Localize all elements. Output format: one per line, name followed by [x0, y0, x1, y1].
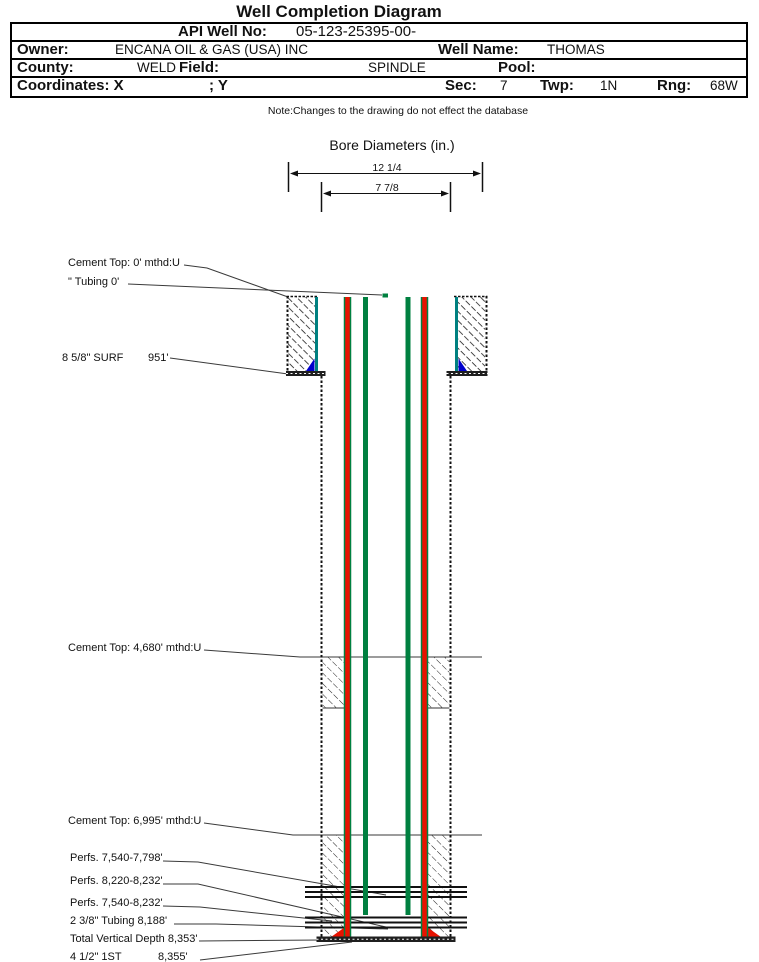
label-perfs-1: Perfs. 7,540-7,798': [70, 852, 163, 864]
surface-shoe-ledge-right: [446, 371, 488, 376]
owner-value: ENCANA OIL & GAS (USA) INC: [115, 42, 309, 57]
surface-cement-right: [458, 297, 485, 371]
leader-perfs-2: [163, 883, 387, 928]
api-value: 05-123-25395-00-: [296, 23, 417, 40]
label-cement-top-6995: Cement Top: 6,995' mthd:U: [68, 815, 201, 827]
sec-value: 7: [500, 78, 508, 93]
label-prod-depth: 8,355': [158, 951, 188, 962]
label-tvd: Total Vertical Depth 8,353': [70, 933, 197, 945]
arrowhead-right-icon: [473, 170, 481, 177]
rng-label: Rng:: [657, 77, 692, 94]
tubing-string: [363, 293, 411, 915]
leader-cement-top-6995: [203, 822, 482, 836]
production-casing: [343, 297, 429, 937]
leader-surface-casing: [169, 357, 289, 375]
dimension-inner-7-7-8: 7 7/8: [320, 182, 452, 212]
surface-cement-left: [288, 297, 315, 371]
leader-tubing-0: [127, 283, 383, 296]
tubing-hanger-mark: [382, 293, 388, 298]
well-name-value: THOMAS: [547, 42, 605, 57]
label-surface-casing: 8 5/8" SURF: [62, 352, 124, 364]
leader-tvd: [198, 939, 323, 942]
label-perfs-3: Perfs. 7,540-8,232': [70, 897, 163, 909]
label-cement-top-0: Cement Top: 0' mthd:U: [68, 257, 180, 269]
leader-cement-top-0: [183, 264, 289, 298]
cement-4680-right: [427, 657, 450, 708]
label-tubing-0: " Tubing 0': [68, 276, 119, 288]
dimension-inner-value: 7 7/8: [375, 182, 399, 194]
pool-label: Pool:: [498, 59, 536, 76]
annotation-labels: Cement Top: 0' mthd:U " Tubing 0' 8 5/8"…: [62, 257, 201, 962]
bore-diameters-heading: Bore Diameters (in.): [329, 137, 454, 153]
rng-value: 68W: [710, 78, 738, 93]
coordinate-y-label: ; Y: [209, 77, 228, 94]
leader-perfs-1: [162, 860, 387, 896]
twp-label: Twp:: [540, 77, 574, 94]
database-note: Note:Changes to the drawing do not effec…: [267, 105, 529, 117]
cement-6995-right: [427, 835, 450, 937]
header-row-coordinates: Coordinates: X ; Y Sec: 7 Twp: 1N Rng: 6…: [10, 76, 748, 98]
label-tubing-8188: 2 3/8" Tubing 8,188': [70, 915, 167, 927]
label-surface-depth: 951': [148, 352, 168, 364]
cement-4680-left: [322, 657, 345, 708]
casing-shoe-marker-right: [425, 926, 441, 937]
header-row-owner: Owner: ENCANA OIL & GAS (USA) INC Well N…: [10, 40, 748, 60]
field-label: Field:: [179, 59, 219, 76]
cement-stage-6995: [322, 835, 450, 937]
dimension-outer-12-1-4: 12 1/4: [287, 162, 484, 192]
perforations-7540-7798: [305, 886, 467, 898]
api-label: API Well No:: [178, 23, 267, 40]
page-title: Well Completion Diagram: [236, 2, 442, 21]
label-perfs-2: Perfs. 8,220-8,232': [70, 875, 163, 887]
surface-shoe-marker-right: [458, 358, 467, 371]
field-value: SPINDLE: [368, 60, 426, 75]
arrowhead-left-icon: [290, 170, 298, 177]
owner-label: Owner:: [17, 41, 69, 58]
label-cement-top-4680: Cement Top: 4,680' mthd:U: [68, 642, 201, 654]
leader-perfs-3: [162, 905, 333, 922]
surface-shoe-marker-left: [306, 358, 315, 371]
arrowhead-right-icon: [441, 190, 449, 197]
county-label: County:: [17, 59, 74, 76]
bore-diameters-section: Bore Diameters (in.) 12 1/4 7 7/8: [287, 137, 484, 212]
surface-casing-section: [286, 295, 488, 376]
well-name-label: Well Name:: [438, 41, 519, 58]
cement-6995-left: [322, 835, 345, 937]
cement-stage-4680: [322, 657, 450, 709]
arrowhead-left-icon: [323, 190, 331, 197]
perforations-8220-8232: [305, 916, 467, 929]
leader-prod-casing: [199, 941, 353, 961]
label-prod-casing: 4 1/2" 1ST: [70, 951, 122, 962]
twp-value: 1N: [600, 78, 618, 93]
sec-label: Sec:: [445, 77, 477, 94]
county-value: WELD: [137, 60, 177, 75]
casing-shoe-marker-left: [331, 926, 347, 937]
leader-cement-top-4680: [203, 649, 482, 658]
coordinates-label: Coordinates: X: [17, 77, 124, 94]
dimension-outer-value: 12 1/4: [372, 162, 401, 174]
